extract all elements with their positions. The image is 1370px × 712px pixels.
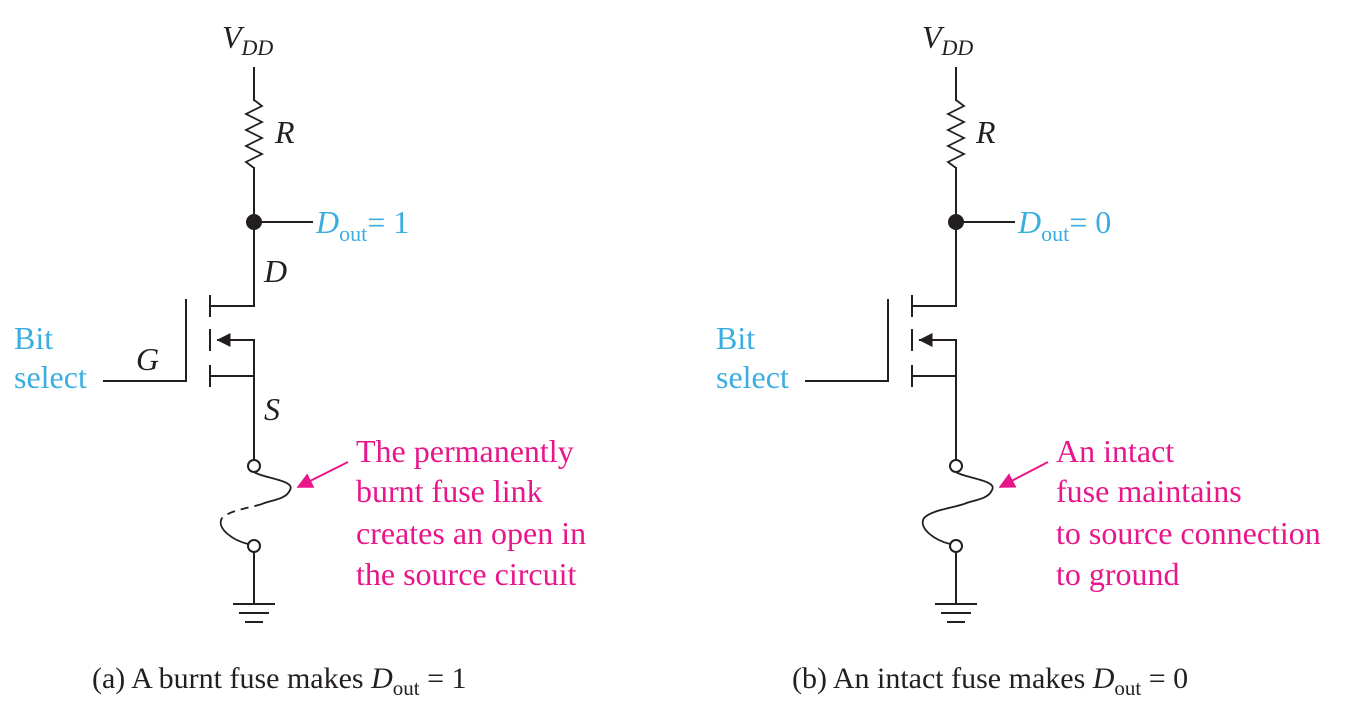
- panel-a: VDD R Dout= 1 D G Bit select: [14, 19, 586, 700]
- panel-b: VDD R Dout= 0 Bit select: [716, 19, 1321, 700]
- caption-a: (a) A burnt fuse makes Dout = 1: [92, 662, 467, 700]
- annotation-a-line-3: creates an open in: [356, 515, 586, 551]
- fuse-terminal-top-b: [949, 459, 963, 473]
- annotation-a-line-2: burnt fuse link: [356, 473, 543, 509]
- resistor-label-a: R: [274, 114, 295, 150]
- resistor-label-b: R: [975, 114, 996, 150]
- select-label-a: select: [14, 359, 87, 395]
- dout-label-a: Dout= 1: [315, 204, 409, 246]
- burnt-fuse-a: [219, 471, 292, 545]
- annotation-arrow-a: [296, 461, 349, 488]
- annotation-b-line-1: An intact: [1056, 433, 1174, 469]
- dout-label-b: Dout= 0: [1017, 204, 1111, 246]
- annotation-b-line-4: to ground: [1056, 556, 1180, 592]
- mosfet-b: [805, 295, 957, 387]
- fuse-terminal-top-a: [247, 459, 261, 473]
- vdd-label-a: VDD: [222, 19, 273, 60]
- annotation-a-line-4: the source circuit: [356, 556, 576, 592]
- select-label-b: select: [716, 359, 789, 395]
- caption-b: (b) An intact fuse makes Dout = 0: [792, 662, 1188, 700]
- vdd-label-b: VDD: [922, 19, 973, 60]
- bit-label-b: Bit: [716, 320, 755, 356]
- source-label-a: S: [264, 391, 280, 427]
- fuse-terminal-bottom-b: [949, 539, 963, 553]
- annotation-arrow-b: [998, 461, 1049, 488]
- ground-symbol-b: [935, 603, 977, 623]
- ground-symbol-a: [233, 603, 275, 623]
- fuse-terminal-bottom-a: [247, 539, 261, 553]
- annotation-a-line-1: The permanently: [356, 433, 574, 469]
- drain-label-a: D: [263, 253, 287, 289]
- intact-fuse-b: [921, 471, 994, 545]
- annotation-b-line-3: to source connection: [1056, 515, 1321, 551]
- resistor-b: [945, 99, 967, 169]
- mosfet-a: [103, 295, 255, 387]
- gate-label-a: G: [136, 341, 159, 377]
- annotation-b-line-2: fuse maintains: [1056, 473, 1242, 509]
- bit-label-a: Bit: [14, 320, 53, 356]
- resistor-a: [243, 99, 265, 169]
